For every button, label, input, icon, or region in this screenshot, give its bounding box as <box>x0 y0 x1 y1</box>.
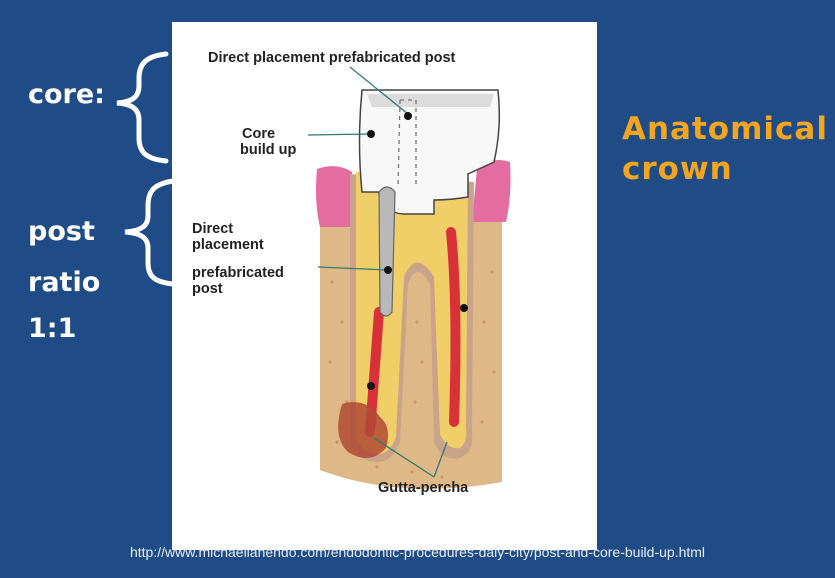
anatomical-crown-line2: crown <box>622 149 828 189</box>
source-url: http://www.michaelianendo.com/endodontic… <box>0 544 835 560</box>
callout-direct-line4: post <box>192 281 284 297</box>
anatomical-crown-label: Anatomical crown <box>622 109 828 190</box>
callout-core-line2: build up <box>240 142 296 158</box>
anatomical-crown-line1: Anatomical <box>622 109 828 149</box>
gutta-percha-right <box>451 232 455 422</box>
metal-post <box>379 187 395 316</box>
callout-direct-line3: prefabricated <box>192 265 284 281</box>
callout-direct-post-top: Direct placement prefabricated post <box>208 50 455 66</box>
callout-prefabricated-post: prefabricated post <box>192 265 284 297</box>
callout-core-build-up: Core build up <box>240 126 296 158</box>
callout-direct-placement: Direct placement <box>192 221 264 253</box>
callout-core-line1: Core <box>240 126 296 142</box>
callout-direct-line2: placement <box>192 237 264 253</box>
tooth-diagram: Direct placement prefabricated post Core… <box>172 22 597 550</box>
callout-gutta-percha: Gutta-percha <box>378 480 468 496</box>
callout-direct-line1: Direct <box>192 221 264 237</box>
gum-area <box>316 166 352 227</box>
